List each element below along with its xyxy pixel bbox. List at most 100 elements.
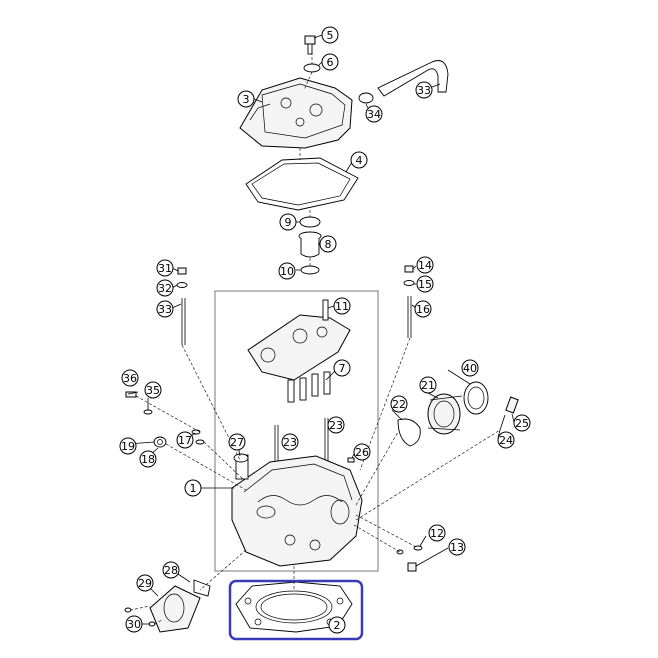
callout-2[interactable]: 2 [328,616,346,634]
svg-text:28: 28 [164,564,178,577]
svg-text:17: 17 [178,434,192,447]
svg-text:14: 14 [418,259,432,272]
callout-5[interactable]: 5 [321,26,339,44]
valve-cover[interactable] [239,77,353,149]
callout-29[interactable]: 29 [136,574,154,592]
callout-13[interactable]: 13 [448,538,466,556]
svg-text:4: 4 [356,154,363,167]
svg-text:24: 24 [499,434,513,447]
svg-text:34: 34 [367,108,381,121]
callout-40[interactable]: 40 [461,359,479,377]
svg-text:7: 7 [339,362,346,375]
svg-text:36: 36 [123,372,137,385]
svg-text:25: 25 [515,417,529,430]
svg-text:26: 26 [355,446,369,459]
callout-19[interactable]: 19 [119,437,137,455]
svg-text:23: 23 [283,436,297,449]
callout-1[interactable]: 1 [184,479,202,497]
highlight-box [228,579,364,641]
intake-clamp-large[interactable] [463,381,489,415]
callout-7[interactable]: 7 [333,359,351,377]
callout-22[interactable]: 22 [390,395,408,413]
exhaust-flange[interactable] [149,579,211,633]
svg-text:32: 32 [158,282,172,295]
left-stud-assembly[interactable] [176,267,188,345]
callout-4[interactable]: 4 [350,151,368,169]
svg-text:35: 35 [146,384,160,397]
tube-o-ring[interactable] [300,265,320,275]
callout-33[interactable]: 33 [156,300,174,318]
tube-seal[interactable] [299,216,321,228]
callout-21[interactable]: 21 [419,376,437,394]
head-gasket[interactable] [235,581,353,633]
callout-32[interactable]: 32 [156,279,174,297]
callout-25[interactable]: 25 [513,414,531,432]
svg-text:29: 29 [138,577,152,590]
callout-labels: 5 6 3 33 34 4 9 8 10 31 32 33 14 15 16 1… [119,26,531,634]
callout-26[interactable]: 26 [353,443,371,461]
callout-30[interactable]: 30 [125,615,143,633]
svg-text:21: 21 [421,379,435,392]
hose-clamp[interactable] [358,92,374,104]
svg-text:33: 33 [417,84,431,97]
plug-screw[interactable] [407,562,417,572]
small-bolt[interactable] [347,457,355,463]
callout-3[interactable]: 3 [237,90,255,108]
callout-9[interactable]: 9 [279,213,297,231]
cover-bolt[interactable] [304,35,316,55]
cylinder-head[interactable] [231,454,363,567]
callout-24[interactable]: 24 [497,431,515,449]
cover-washer[interactable] [303,63,321,73]
callout-23-left[interactable]: 23 [281,433,299,451]
temperature-sensor[interactable] [499,396,519,431]
svg-text:31: 31 [158,262,172,275]
svg-text:40: 40 [463,362,477,375]
svg-text:3: 3 [243,93,250,106]
callout-12[interactable]: 12 [428,524,446,542]
valve-guides[interactable] [287,371,331,403]
callout-14[interactable]: 14 [416,256,434,274]
callout-27[interactable]: 27 [228,433,246,451]
svg-text:13: 13 [450,541,464,554]
cover-gasket[interactable] [245,157,359,211]
svg-text:18: 18 [141,453,155,466]
callout-6[interactable]: 6 [321,53,339,71]
coolant-fitting[interactable] [153,436,167,448]
svg-text:9: 9 [285,216,292,229]
svg-text:11: 11 [335,300,349,313]
svg-text:15: 15 [418,278,432,291]
spark-plug-tube[interactable] [298,231,322,258]
callout-36[interactable]: 35 [144,381,162,399]
callout-23-right[interactable]: 23 [327,416,345,434]
svg-text:16: 16 [416,303,430,316]
svg-text:8: 8 [325,238,332,251]
callout-8[interactable]: 8 [319,235,337,253]
right-stud-assembly[interactable] [403,265,415,338]
spark-plug[interactable] [233,453,249,463]
callout-35[interactable]: 34 [365,105,383,123]
assembly-frame [214,290,379,572]
intake-clamp-small[interactable] [397,418,421,447]
callout-18[interactable]: 18 [139,450,157,468]
svg-text:23: 23 [329,419,343,432]
callout-17[interactable]: 17 [176,431,194,449]
callout-10[interactable]: 10 [278,262,296,280]
svg-text:6: 6 [327,56,334,69]
intake-manifold[interactable] [427,393,463,435]
callout-31[interactable]: 31 [156,259,174,277]
svg-text:5: 5 [327,29,334,42]
callout-28[interactable]: 28 [162,561,180,579]
callout-34[interactable]: 33 [415,81,433,99]
svg-text:27: 27 [230,436,244,449]
breather-hose[interactable] [377,60,449,97]
svg-text:19: 19 [121,440,135,453]
callout-15[interactable]: 15 [416,275,434,293]
callout-37[interactable]: 36 [121,369,139,387]
svg-text:10: 10 [280,265,294,278]
callout-16[interactable]: 16 [414,300,432,318]
svg-text:2: 2 [334,619,341,632]
callout-11[interactable]: 11 [333,297,351,315]
camshaft-bridge[interactable] [247,299,351,381]
svg-text:22: 22 [392,398,406,411]
